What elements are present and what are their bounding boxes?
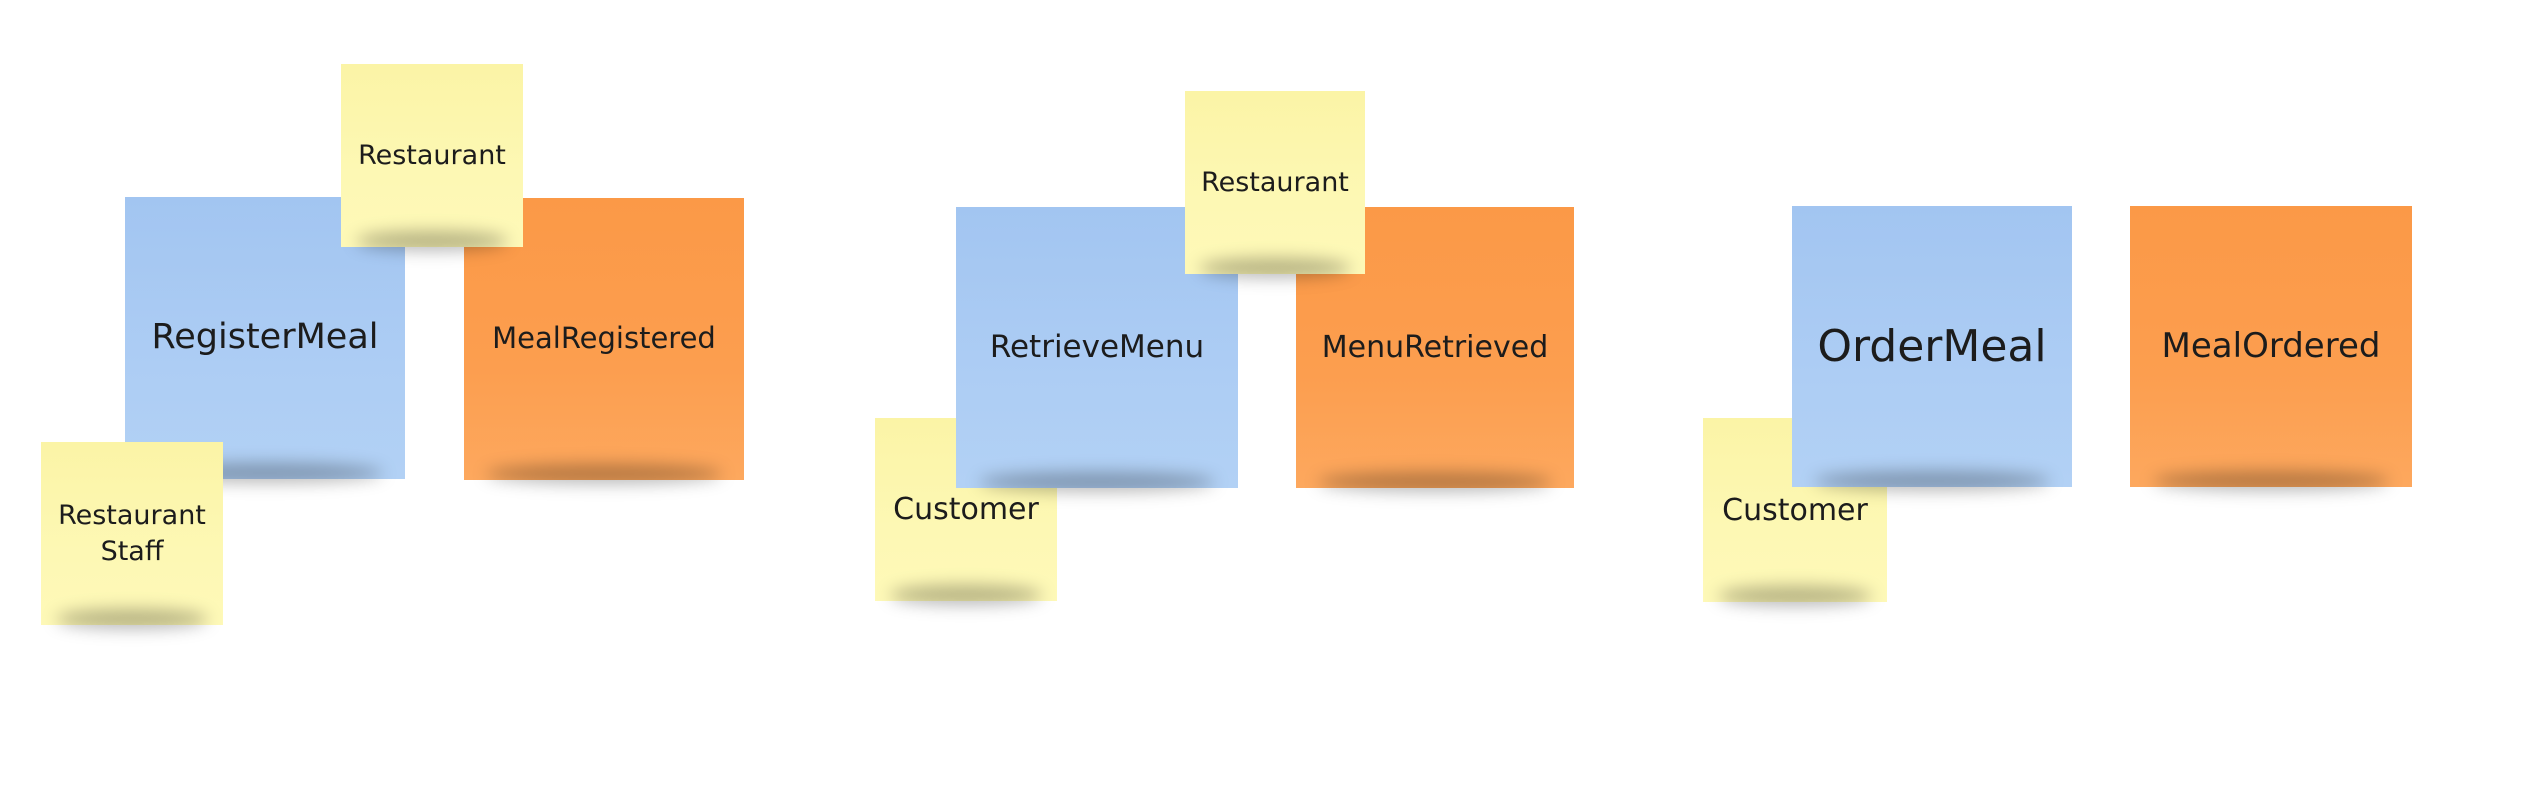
aggregate-label: Restaurant bbox=[358, 139, 506, 171]
event-label: MenuRetrieved bbox=[1321, 330, 1549, 365]
event-label: MealOrdered bbox=[2161, 326, 2381, 367]
command-label: RetrieveMenu bbox=[989, 329, 1205, 366]
command-label: OrderMeal bbox=[1817, 320, 2047, 372]
command-label: RegisterMeal bbox=[151, 317, 379, 358]
actor-sticky-restaurant-staff[interactable]: Restaurant Staff bbox=[41, 442, 223, 625]
actor-label: Restaurant Staff bbox=[58, 500, 206, 567]
actor-label: Customer bbox=[893, 492, 1039, 527]
aggregate-sticky-restaurant[interactable]: Restaurant bbox=[341, 64, 523, 247]
event-label: MealRegistered bbox=[492, 321, 716, 356]
aggregate-label: Restaurant bbox=[1201, 166, 1349, 198]
aggregate-sticky-restaurant[interactable]: Restaurant bbox=[1185, 91, 1365, 274]
command-sticky-order-meal[interactable]: OrderMeal bbox=[1792, 206, 2072, 487]
event-sticky-meal-ordered[interactable]: MealOrdered bbox=[2130, 206, 2412, 487]
actor-label: Customer bbox=[1722, 492, 1868, 528]
